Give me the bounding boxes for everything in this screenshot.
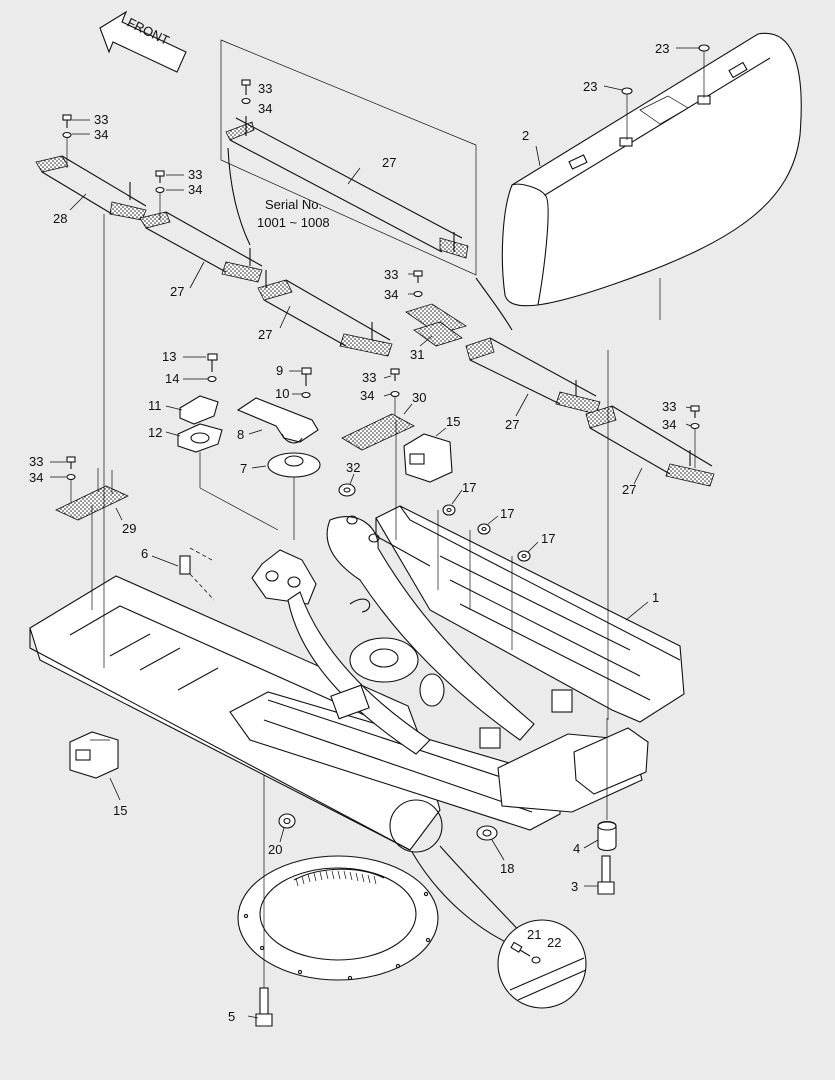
leader-lines bbox=[50, 47, 700, 1019]
gasket-12 bbox=[177, 423, 223, 453]
callout-13: 13 bbox=[162, 349, 176, 364]
swing-mount bbox=[330, 637, 573, 749]
callout-21: 21 bbox=[527, 927, 541, 942]
bolt-washer-9-10 bbox=[301, 367, 312, 399]
callout-33: 33 bbox=[384, 267, 398, 282]
callout-10: 10 bbox=[275, 386, 289, 401]
cover-plate-30 bbox=[341, 413, 415, 451]
callout-7: 7 bbox=[240, 461, 247, 476]
cover-plate-27-left-b bbox=[257, 270, 393, 357]
callout-9: 9 bbox=[276, 363, 283, 378]
detail-view bbox=[389, 799, 587, 1009]
upper-frame-1 bbox=[29, 505, 685, 851]
callout-34: 34 bbox=[662, 417, 676, 432]
callout-17: 17 bbox=[500, 506, 514, 521]
serial-inset-box: Serial No. 1001 ~ 1008 bbox=[220, 39, 513, 331]
rubber-stopper-15-lower bbox=[69, 731, 119, 779]
callout-33: 33 bbox=[94, 112, 108, 127]
callout-17: 17 bbox=[541, 531, 555, 546]
bolt-5 bbox=[255, 987, 273, 1027]
bracket-8 bbox=[236, 397, 319, 444]
callout-3: 3 bbox=[571, 879, 578, 894]
callout-34: 34 bbox=[384, 287, 398, 302]
callout-31: 31 bbox=[410, 347, 424, 362]
callout-12: 12 bbox=[148, 425, 162, 440]
cover-plate-28 bbox=[35, 155, 147, 221]
callout-1: 1 bbox=[652, 590, 659, 605]
callout-34: 34 bbox=[360, 388, 374, 403]
cover-plate-27-right-a bbox=[465, 337, 601, 415]
callout-23: 23 bbox=[583, 79, 597, 94]
callout-14: 14 bbox=[165, 371, 179, 386]
callout-29: 29 bbox=[122, 521, 136, 536]
callout-18: 18 bbox=[500, 861, 514, 876]
callout-22: 22 bbox=[547, 935, 561, 950]
callout-33: 33 bbox=[662, 399, 676, 414]
callout-17: 17 bbox=[462, 480, 476, 495]
callout-27: 27 bbox=[258, 327, 272, 342]
callout-27: 27 bbox=[505, 417, 519, 432]
callout-34: 34 bbox=[258, 101, 272, 116]
assembly-lines bbox=[90, 214, 661, 988]
serial-line-1: Serial No. bbox=[265, 197, 322, 212]
callout-15: 15 bbox=[113, 803, 127, 818]
ring-7 bbox=[267, 452, 321, 478]
callout-34: 34 bbox=[94, 127, 108, 142]
callout-28: 28 bbox=[53, 211, 67, 226]
callout-2: 2 bbox=[522, 128, 529, 143]
callout-27: 27 bbox=[622, 482, 636, 497]
callout-33: 33 bbox=[258, 81, 272, 96]
cover-plate-27-left-a bbox=[139, 211, 263, 283]
callout-11: 11 bbox=[148, 398, 162, 413]
callout-30: 30 bbox=[412, 390, 426, 405]
rubber-stopper-15-upper bbox=[403, 433, 453, 483]
front-direction-arrow: FRONT bbox=[99, 10, 187, 73]
boom-bracket bbox=[251, 515, 535, 755]
cover-plate-27-right-b bbox=[585, 405, 715, 487]
pin-6 bbox=[179, 547, 215, 601]
counterweight bbox=[501, 32, 802, 307]
bolt-washer-21-22 bbox=[510, 941, 541, 964]
callout-6: 6 bbox=[141, 546, 148, 561]
callout-labels: 23 23 2 33 34 27 33 34 28 33 34 27 27 33… bbox=[29, 41, 676, 1024]
bolt-washer-13-14 bbox=[207, 353, 218, 383]
callout-23: 23 bbox=[655, 41, 669, 56]
bolt-washer-33-34 bbox=[62, 114, 700, 505]
callout-32: 32 bbox=[346, 460, 360, 475]
cover-plate-29 bbox=[55, 468, 129, 521]
cover-plate-11 bbox=[179, 395, 219, 425]
callout-15: 15 bbox=[446, 414, 460, 429]
callout-33: 33 bbox=[188, 167, 202, 182]
bolt-3 bbox=[597, 855, 615, 895]
callout-5: 5 bbox=[228, 1009, 235, 1024]
cover-plate-31 bbox=[405, 303, 467, 347]
inset-bolt-33 bbox=[241, 79, 251, 105]
grommets bbox=[278, 483, 531, 841]
callout-33: 33 bbox=[29, 454, 43, 469]
callout-20: 20 bbox=[268, 842, 282, 857]
counterweight-bolt-23 bbox=[621, 44, 710, 140]
spacer-4 bbox=[597, 820, 617, 852]
swing-bearing bbox=[237, 855, 439, 981]
callout-34: 34 bbox=[29, 470, 43, 485]
callout-33: 33 bbox=[362, 370, 376, 385]
callout-27: 27 bbox=[382, 155, 396, 170]
callout-8: 8 bbox=[237, 427, 244, 442]
serial-line-2: 1001 ~ 1008 bbox=[257, 215, 330, 230]
callout-34: 34 bbox=[188, 182, 202, 197]
callout-27: 27 bbox=[170, 284, 184, 299]
callout-4: 4 bbox=[573, 841, 580, 856]
inset-plate-27 bbox=[225, 116, 469, 259]
